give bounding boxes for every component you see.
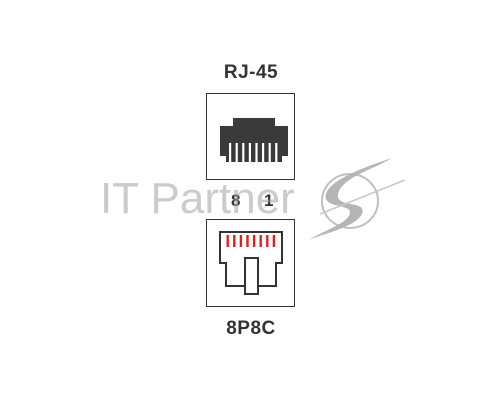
socket-slit <box>268 143 271 162</box>
8p8c-plug-frame <box>206 219 295 307</box>
plug-contact <box>239 235 243 247</box>
it-partner-swoosh-logo <box>308 158 406 240</box>
socket-slit <box>262 143 265 162</box>
plug-contact <box>266 235 269 247</box>
socket-slit <box>248 143 251 162</box>
plug-contact <box>272 235 276 247</box>
plug-contacts <box>226 235 276 247</box>
rj45-socket-icon <box>220 118 288 162</box>
socket-slit <box>229 143 232 162</box>
rj45-title: RJ-45 <box>223 62 279 83</box>
plug-contact <box>226 235 229 247</box>
watermark-text: IT Partner <box>100 174 295 223</box>
8p8c-title: 8P8C <box>226 318 276 339</box>
pin-8-label: 8 <box>231 191 241 210</box>
plug-contact <box>233 235 236 247</box>
plug-contact <box>259 235 262 247</box>
plug-contact <box>246 235 249 247</box>
socket-slit <box>275 143 278 162</box>
pin-1-label: 1 <box>264 191 274 210</box>
socket-slit <box>242 143 245 162</box>
socket-slit <box>255 143 258 162</box>
socket-slit <box>235 143 238 162</box>
plug-contact <box>252 235 256 247</box>
